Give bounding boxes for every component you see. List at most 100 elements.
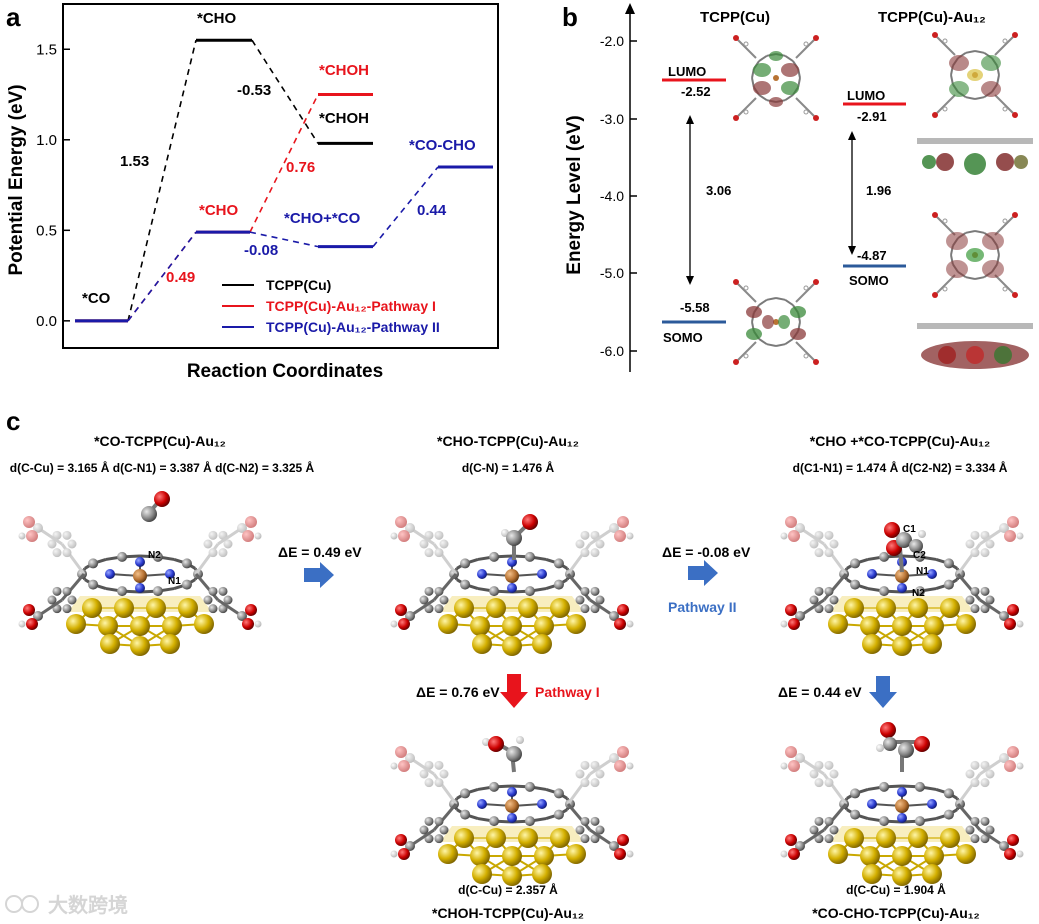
bond (936, 274, 956, 294)
carbon-atom (424, 778, 434, 788)
hydrogen-atom (743, 285, 749, 291)
step-energy-0-76: ΔE = 0.76 eV (416, 684, 500, 700)
adsorbate-choh (482, 736, 524, 773)
panel-label-c: c (6, 406, 20, 436)
bond (936, 94, 956, 114)
nitrogen-atom (477, 569, 487, 579)
somo-value-2: -4.87 (857, 248, 887, 263)
carbon-atom (52, 548, 62, 558)
carbon-atom (595, 539, 605, 549)
carbon-atom (203, 539, 213, 549)
bond (974, 230, 985, 234)
carbon-atom (449, 799, 459, 809)
carbon-atom (565, 799, 575, 809)
carbon-atom (609, 523, 619, 533)
carbon-atom (580, 530, 590, 540)
carbon-atom (434, 548, 444, 558)
structure-co-cho-tcpp-cu-au12 (780, 746, 1024, 886)
bond (784, 54, 794, 62)
oxygen-atom (614, 530, 626, 542)
carbon-atom (809, 825, 819, 835)
hydrogen-atom (780, 762, 788, 770)
arm-bond (566, 573, 592, 601)
right-arrow-icon (688, 560, 718, 586)
carbon-atom (460, 788, 471, 799)
watermark: 大数跨境 (5, 893, 128, 917)
bond (784, 298, 794, 306)
gold-atom (502, 866, 522, 886)
x-axis-label: Reaction Coordinates (187, 361, 383, 382)
gold-atom (66, 614, 86, 634)
gold-atom (502, 636, 522, 656)
gold-atom (876, 828, 896, 848)
orbital-lumo-tcpp-cu (733, 35, 819, 121)
gold-plane (440, 596, 584, 612)
hydrogen-atom (390, 762, 398, 770)
copper-atom (773, 75, 779, 81)
barrier-label-neg-0-08: -0.08 (244, 242, 278, 259)
state-label-cho-black: *CHO (197, 10, 237, 27)
nitrogen-atom (135, 583, 145, 593)
oxygen-atom (1004, 848, 1016, 860)
carbon-atom (67, 539, 77, 549)
carbon-atom (795, 611, 805, 621)
gold-atom (922, 634, 942, 654)
gold-atom (550, 828, 570, 848)
hydrogen-atom (1002, 218, 1008, 224)
gold-atom (472, 634, 492, 654)
bond (766, 297, 777, 301)
structure-distances-co-cho: d(C-Cu) = 1.904 Å (846, 882, 946, 897)
nitrogen-atom (867, 569, 877, 579)
energy-tick-label: -6.0 (600, 343, 624, 359)
carbon-atom (824, 586, 834, 596)
hydrogen-atom (1016, 532, 1024, 540)
carbon-atom (985, 595, 995, 605)
carbon-atom (943, 788, 954, 799)
hydrogen-atom (942, 106, 948, 112)
nitrogen-atom (897, 787, 907, 797)
carbon-atom (850, 809, 861, 820)
structure-distances-choh: d(C-Cu) = 2.357 Å (458, 882, 558, 897)
carbon-atom (405, 841, 415, 851)
nitrogen-atom (507, 583, 517, 593)
oxygen-atom (617, 746, 629, 758)
bond (795, 341, 815, 361)
watermark-logo-icon (5, 895, 23, 913)
orbital-molecule (733, 279, 819, 365)
carbon-atom (914, 781, 925, 792)
gold-atom (862, 634, 882, 654)
gold-atom (828, 844, 848, 864)
adsorbate-co-cho (876, 722, 930, 772)
carbon-atom (62, 604, 72, 614)
atom-label-n2: N2 (148, 550, 161, 561)
bond (795, 283, 815, 303)
gold-atom (486, 828, 506, 848)
orbital-molecule (733, 35, 819, 121)
carbon-atom (88, 558, 99, 569)
carbon-atom (208, 586, 218, 596)
down-arrow-icon (869, 676, 897, 708)
carbon-atom (218, 586, 228, 596)
carbon-atom (424, 548, 434, 558)
panel-label-b: b (562, 2, 578, 32)
oxygen-atom (245, 516, 257, 528)
y-tick-label: 0.5 (36, 222, 57, 239)
carbon-atom (850, 579, 861, 590)
gold-atom (194, 614, 214, 634)
lumo-label-1: LUMO (668, 64, 706, 79)
bond (974, 96, 985, 100)
carbon-atom (575, 825, 585, 835)
somo-value-1: -5.58 (680, 300, 710, 315)
hydrogen-atom (1002, 38, 1008, 44)
oxygen-atom (1007, 834, 1019, 846)
structure-title-cho: *CHO-TCPP(Cu)-Au₁₂ (437, 433, 579, 449)
carbon-atom (203, 595, 213, 605)
oxygen-atom (395, 746, 407, 758)
bond (994, 274, 1014, 294)
bond (775, 343, 786, 347)
arm-bond (822, 803, 848, 831)
carbon-atom (814, 548, 824, 558)
carbon-atom (449, 569, 459, 579)
arm-bond (432, 803, 458, 831)
bond (737, 97, 757, 117)
